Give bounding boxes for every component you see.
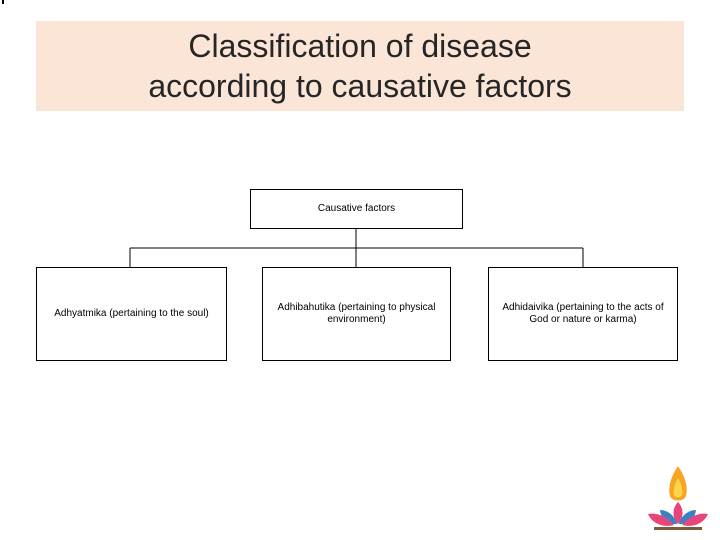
root-node: Causative factors: [250, 189, 463, 229]
child-node-adhibahutika: Adhibahutika (pertaining to physical env…: [262, 267, 451, 361]
flame-inner: [673, 478, 683, 498]
lotus-lamp-logo-icon: [648, 466, 708, 530]
slide-title: Classification of disease according to c…: [36, 21, 684, 111]
child-node-adhidaivika: Adhidaivika (pertaining to the acts of G…: [488, 267, 678, 361]
child-node-label: Adhibahutika (pertaining to physical env…: [277, 302, 436, 325]
lotus-petal-left: [660, 510, 677, 525]
title-band: [36, 21, 684, 111]
lotus-petal-far-left: [648, 513, 674, 526]
title-line-1: Classification of disease: [188, 28, 532, 64]
child-node-label: Adhyatmika (pertaining to the soul): [54, 308, 209, 319]
root-node-label: Causative factors: [317, 203, 396, 214]
child-node-label: Adhidaivika (pertaining to the acts of G…: [502, 302, 664, 325]
lotus-petal-center: [673, 502, 683, 524]
title-line-2: according to causative factors: [148, 68, 572, 104]
lotus-petal-far-right: [682, 513, 708, 526]
child-node-adhyatmika: Adhyatmika (pertaining to the soul): [36, 267, 227, 361]
lotus-petal-right: [679, 510, 696, 525]
slide-marker: [2, 0, 4, 4]
lotus-base: [654, 527, 702, 530]
